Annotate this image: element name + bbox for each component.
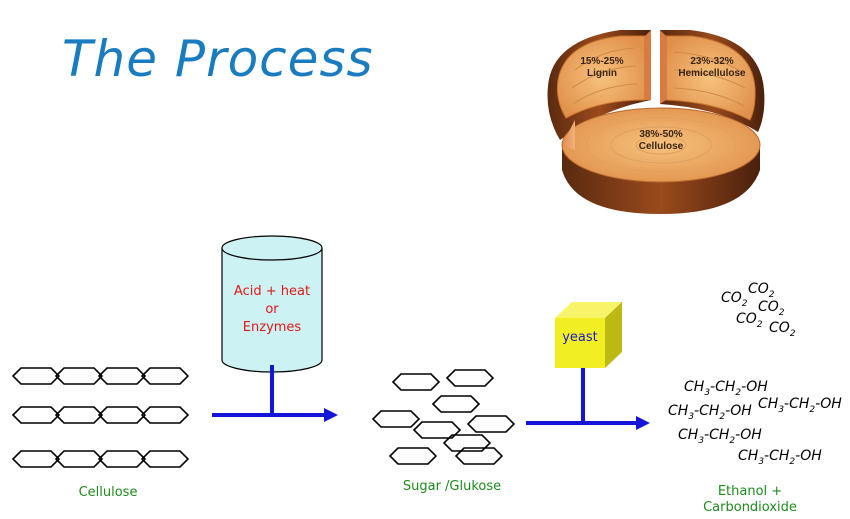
pie-slice-cellulose (561, 107, 761, 214)
glucose-ring (11, 367, 61, 385)
glucose-ring (54, 367, 104, 385)
sugar-glucose-label: Sugar /Glukose (402, 479, 502, 494)
co2-formula: CO2 (721, 290, 748, 309)
glucose-ring (97, 450, 147, 468)
enzymes-label: Enzymes (243, 320, 302, 335)
glucose-molecule (431, 395, 481, 413)
arrow-hydrolysis (212, 365, 338, 422)
co2-formula: CO2 (758, 299, 785, 318)
glucose-molecule (371, 410, 421, 428)
ethanol-formula: CH3-CH2-OH (678, 427, 762, 446)
ethanol-formula: CH3-CH2-OH (684, 379, 768, 398)
pie-label-cellulose: Cellulose (639, 141, 684, 152)
glucose-ring (54, 450, 104, 468)
glucose-ring (97, 406, 147, 424)
acid-heat-label: Acid + heat (234, 284, 310, 299)
glucose-ring (11, 450, 61, 468)
ethanol-formula: CH3-CH2-OH (668, 403, 752, 422)
glucose-ring (54, 406, 104, 424)
cellulose-chains (11, 367, 190, 468)
ethanol-formula: CH3-CH2-OH (738, 448, 822, 467)
ethanol-label: Ethanol + (717, 484, 783, 499)
glucose-ring (140, 406, 190, 424)
yeast-label: yeast (562, 330, 598, 345)
acid-enzyme-cylinder: Acid + heat or Enzymes (221, 235, 323, 373)
arrow-fermentation (526, 368, 650, 430)
pie-label-hemicellulose: Hemicellulose (678, 68, 746, 79)
glucose-ring (140, 450, 190, 468)
or-label: or (265, 302, 279, 317)
biomass-composition-log: 15%-25% Lignin 23%-32% Hemicellulose 38%… (547, 30, 765, 214)
pie-slice-lignin (547, 30, 651, 140)
yeast-cube: yeast (555, 302, 622, 368)
glucose-molecule (454, 447, 504, 465)
pie-label-lignin-pct: 15%-25% (580, 56, 623, 67)
co2-formula: CO2 (748, 281, 775, 300)
glucose-molecule (391, 373, 441, 391)
co2-formula: CO2 (769, 320, 796, 339)
co2-formula: CO2 (736, 311, 763, 330)
glucose-molecule (445, 369, 495, 387)
sugar-molecules (371, 369, 516, 465)
glucose-molecule (388, 447, 438, 465)
pie-label-hemicellulose-pct: 23%-32% (690, 56, 733, 67)
pie-slice-hemicellulose (660, 30, 765, 132)
glucose-ring (11, 406, 61, 424)
pie-label-lignin: Lignin (587, 68, 617, 79)
ethanol-formula: CH3-CH2-OH (758, 396, 842, 415)
glucose-ring (97, 367, 147, 385)
page-title: The Process (62, 30, 374, 88)
glucose-molecule (466, 415, 516, 433)
glucose-molecule (412, 421, 462, 439)
carbondioxide-label: Carbondioxide (703, 500, 797, 515)
cellulose-label: Cellulose (78, 485, 138, 500)
glucose-ring (140, 367, 190, 385)
pie-label-cellulose-pct: 38%-50% (639, 129, 682, 140)
glucose-molecule (442, 434, 492, 452)
